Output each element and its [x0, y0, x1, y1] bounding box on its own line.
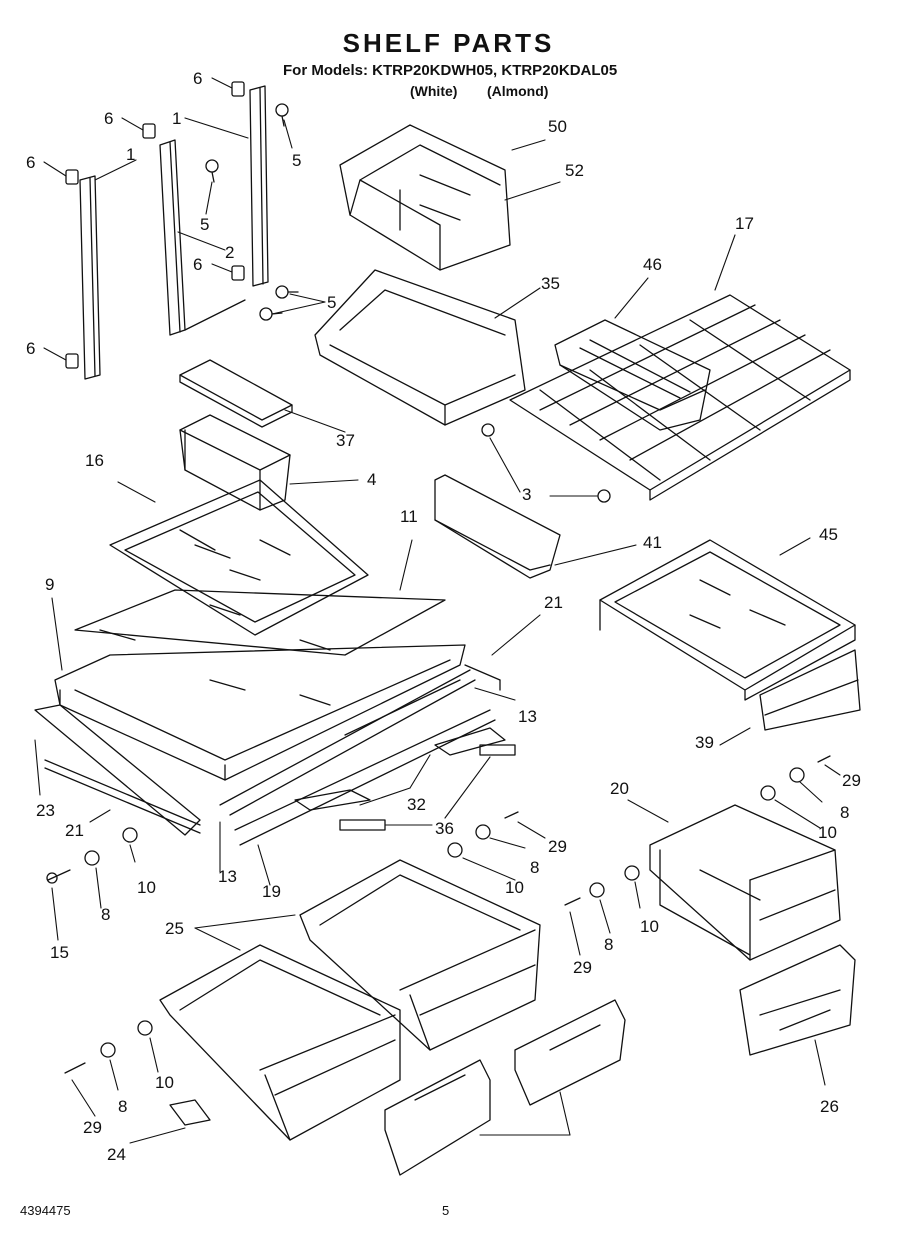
- rail-clips: [65, 81, 245, 369]
- crisper-bin-19-left: [159, 944, 401, 1141]
- callout-6-b: 6: [104, 109, 113, 128]
- trim-pieces-32-36: [294, 727, 516, 831]
- callout-9: 9: [45, 575, 54, 594]
- shelf-rail-left: [79, 175, 101, 380]
- drawer-front-25: [739, 944, 856, 1056]
- callout-10-b: 10: [505, 878, 524, 897]
- callout-32: 32: [407, 795, 426, 814]
- dairy-bin-4: [179, 414, 291, 511]
- callout-19: 25: [165, 919, 184, 938]
- callout-10-a: 10: [818, 823, 837, 842]
- callout-23: 23: [36, 801, 55, 820]
- callout-6-e: 6: [26, 339, 35, 358]
- leader-lines: [34, 77, 841, 1144]
- callout-17: 17: [735, 214, 754, 233]
- shelf-rail-center: [159, 139, 246, 336]
- callout-13-a: 13: [518, 707, 537, 726]
- egg-tray-46: [554, 319, 711, 431]
- callout-29-d: 29: [83, 1118, 102, 1137]
- callout-16: 16: [85, 451, 104, 470]
- callout-6-d: 6: [193, 255, 202, 274]
- callout-8-d: 8: [604, 935, 613, 954]
- callout-20: 20: [610, 779, 629, 798]
- callout-2: 2: [225, 243, 234, 262]
- callout-25: 26: [820, 1097, 839, 1116]
- models-line: For Models: KTRP20KDWH05, KTRP20KDAL05: [283, 62, 618, 79]
- glass-panel-11: [74, 589, 446, 656]
- callout-26: 24: [107, 1145, 126, 1164]
- callout-8-c: 8: [101, 905, 110, 924]
- callout-21-a: 21: [544, 593, 563, 612]
- trim-channel-41: [434, 474, 561, 579]
- document-number: 4394475: [20, 1203, 71, 1218]
- drawer-20: [649, 804, 841, 961]
- front-trim-39: [759, 649, 861, 731]
- bin-clip-26: [169, 1099, 211, 1126]
- crisper-fronts-24: [384, 999, 626, 1176]
- upper-bin-52: [339, 124, 511, 271]
- shelf-rail-right: [249, 85, 269, 287]
- callout-4: 4: [367, 470, 376, 489]
- page-title: SHELF PARTS: [342, 28, 555, 58]
- callout-numbers: 6 6 6 6 6 1 1 5 5 5 50 52 2 35 17 46 37 …: [26, 69, 861, 1164]
- callout-11: 11: [400, 507, 418, 526]
- dairy-lid-37: [179, 359, 293, 428]
- page-number: 5: [442, 1203, 450, 1218]
- callout-13-b: 13: [218, 867, 237, 886]
- callout-1-b: 1: [126, 145, 135, 164]
- callout-29-a: 29: [842, 771, 861, 790]
- callout-29-c: 29: [573, 958, 592, 977]
- crisper-bin-19-right: [299, 859, 541, 1051]
- fasteners: [46, 755, 831, 1074]
- callout-5-b: 5: [200, 215, 209, 234]
- callout-15: 19: [262, 882, 281, 901]
- callout-52: 52: [565, 161, 584, 180]
- callout-5-a: 5: [292, 151, 301, 170]
- callout-29-b: 29: [548, 837, 567, 856]
- callout-10-c: 10: [137, 878, 156, 897]
- callout-10-e: 10: [155, 1073, 174, 1092]
- callout-36: 36: [435, 819, 454, 838]
- callout-46: 46: [643, 255, 662, 274]
- shelf-rails-21-13-23: [34, 664, 501, 846]
- callout-8-b: 8: [530, 858, 539, 877]
- wire-shelf-17: [509, 294, 851, 501]
- callout-8-a: 8: [840, 803, 849, 822]
- color-almond-label: (Almond): [487, 83, 549, 99]
- callout-3: 3: [522, 485, 531, 504]
- shelf-frame-9: [54, 644, 466, 781]
- callout-6-c: 6: [26, 153, 35, 172]
- callout-41: 41: [643, 533, 662, 552]
- crisper-pan-35: [314, 269, 526, 426]
- callout-6-a: 6: [193, 69, 202, 88]
- callout-35: 35: [541, 274, 560, 293]
- callout-21-b: 21: [65, 821, 84, 840]
- glass-shelf-45: [599, 539, 856, 701]
- glass-shelf-16: [109, 479, 369, 636]
- callout-5-c: 5: [327, 293, 336, 312]
- callout-37: 37: [336, 431, 355, 450]
- callout-8-e: 8: [118, 1097, 127, 1116]
- callout-10-d: 10: [640, 917, 659, 936]
- callout-39: 39: [695, 733, 714, 752]
- callout-45: 45: [819, 525, 838, 544]
- callout-1-a: 1: [172, 109, 181, 128]
- shelf-pins-3: [481, 423, 611, 503]
- callout-50: 50: [548, 117, 567, 136]
- color-white-label: (White): [410, 83, 458, 99]
- callout-18: 15: [50, 943, 69, 962]
